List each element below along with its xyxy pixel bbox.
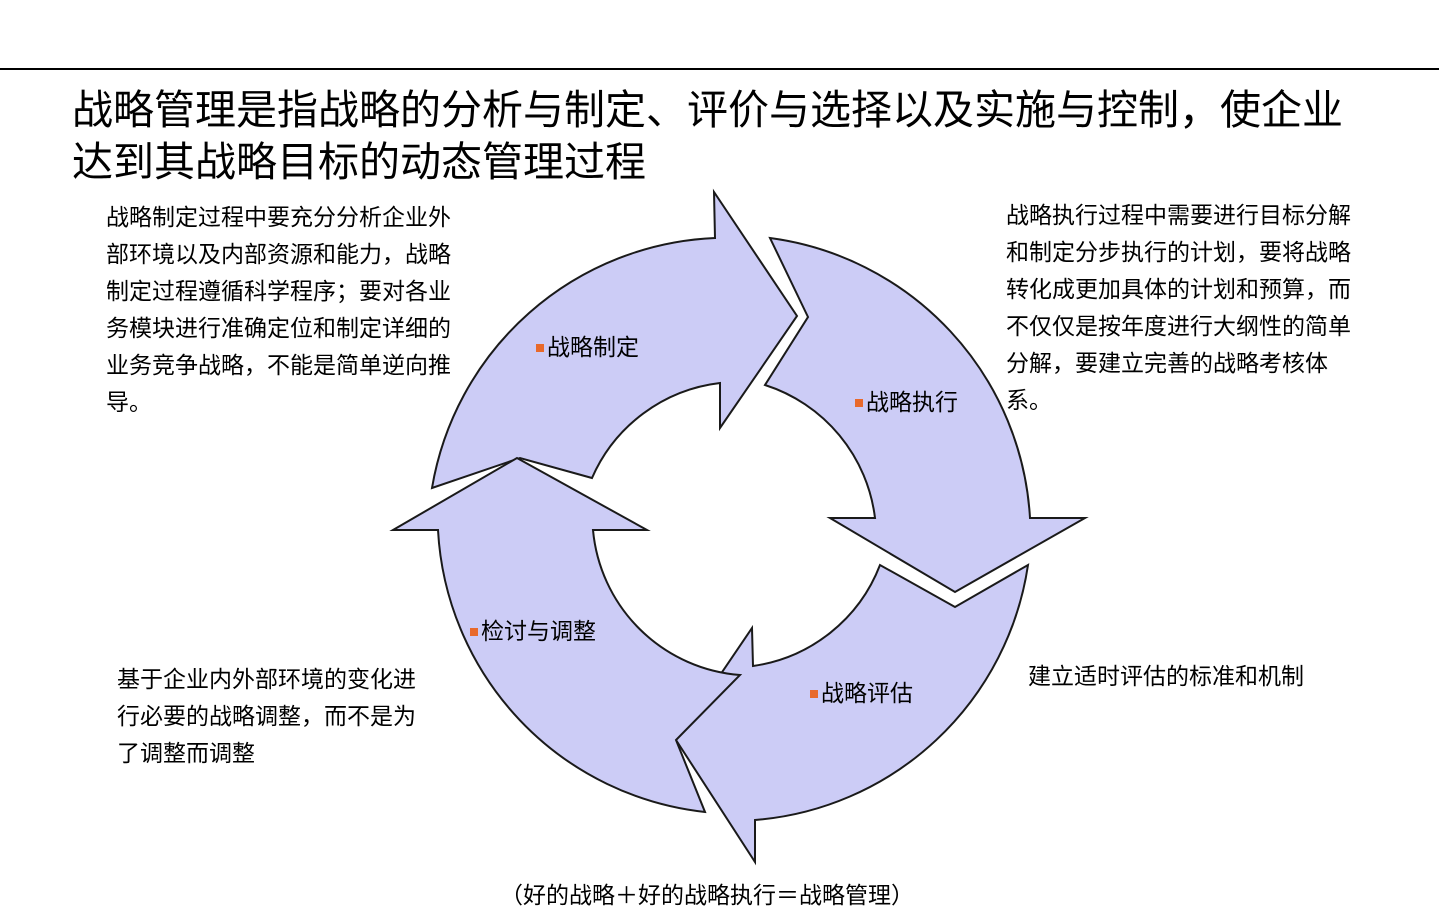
- cycle-arrow-review: [389, 456, 743, 814]
- execution-note: 战略执行过程中需要进行目标分解和制定分步执行的计划，要将战略转化成更加具体的计划…: [1006, 203, 1351, 414]
- stage-label-text: 战略制定: [547, 335, 639, 361]
- cycle-arrow-formulation: [430, 188, 799, 490]
- bullet-icon: [470, 628, 478, 636]
- review-note: 基于企业内外部环境的变化进行必要的战略调整，而不是为了调整而调整: [117, 667, 416, 767]
- top-rule: [0, 68, 1439, 70]
- bullet-icon: [536, 344, 544, 352]
- stage-label-execution: 战略执行: [855, 389, 958, 417]
- stage-label-evaluation: 战略评估: [810, 680, 913, 708]
- cycle-arrow-evaluation: [674, 563, 1030, 866]
- stage-label-text: 战略执行: [866, 390, 958, 416]
- formulation-note: 战略制定过程中要充分分析企业外部环境以及内部资源和能力，战略制定过程遵循科学程序…: [106, 205, 451, 416]
- page-title: 战略管理是指战略的分析与制定、评价与选择以及实施与控制，使企业达到其战略目标的动…: [72, 86, 1343, 186]
- formula-caption: （好的战略＋好的战略执行＝战略管理）: [500, 883, 914, 909]
- bullet-icon: [810, 690, 818, 698]
- cycle-arrow-execution: [763, 236, 1089, 594]
- evaluation-note: 建立适时评估的标准和机制: [1028, 664, 1304, 690]
- stage-label-review: 检讨与调整: [470, 618, 596, 646]
- stage-label-text: 战略评估: [821, 681, 913, 707]
- bullet-icon: [855, 399, 863, 407]
- stage-label-text: 检讨与调整: [481, 619, 596, 645]
- stage-label-formulation: 战略制定: [536, 334, 639, 362]
